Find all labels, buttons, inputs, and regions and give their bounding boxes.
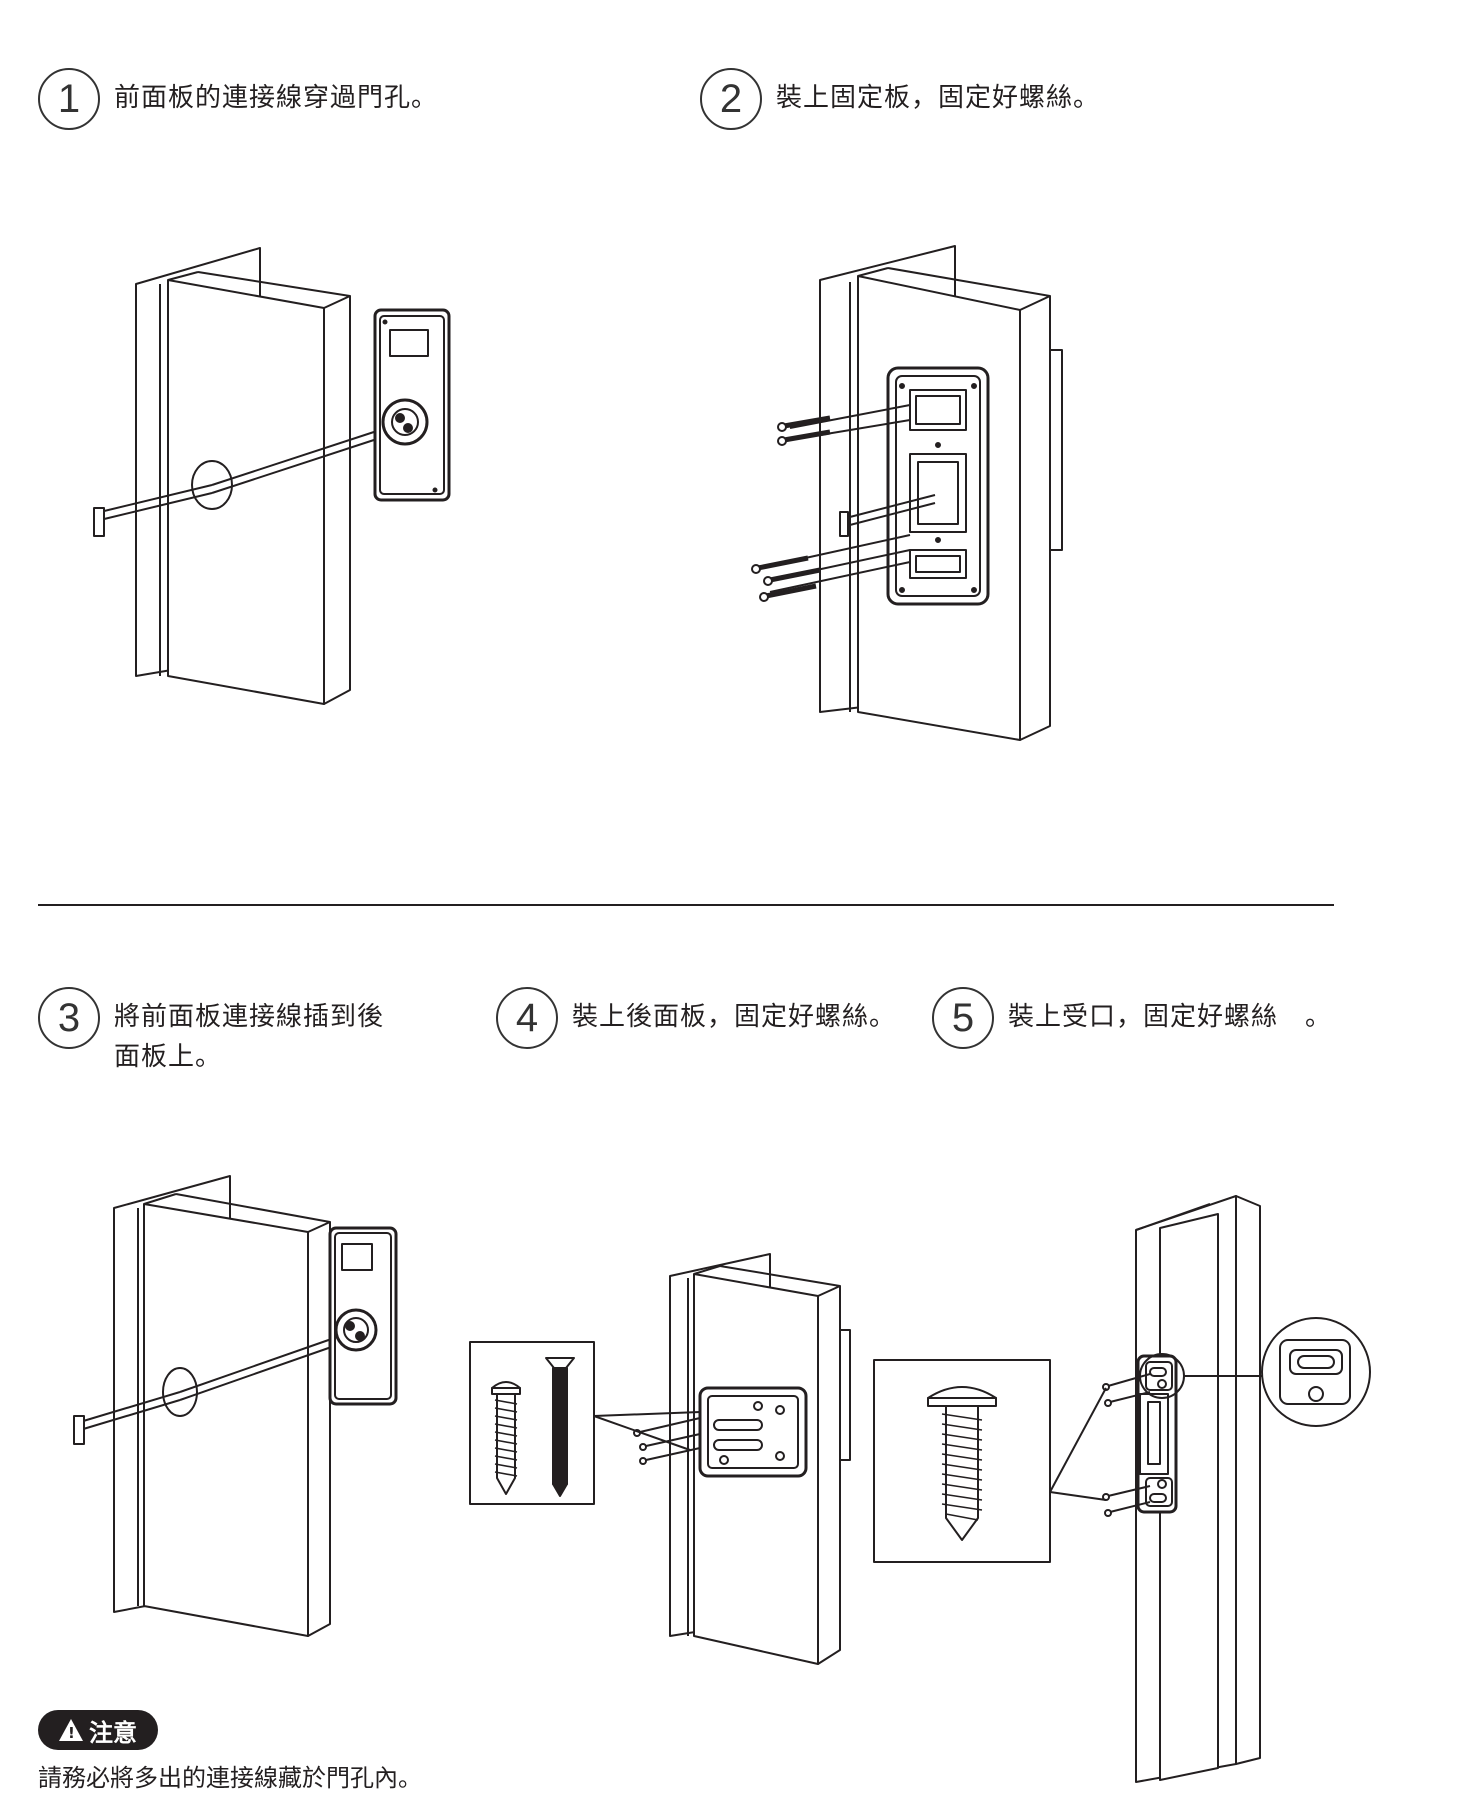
screw-group-upper [777,404,911,446]
illustration-step-2 [751,245,1063,741]
step-2: 2 裝上固定板，固定好螺絲。 [700,68,1100,130]
step-3-number: 3 [38,987,100,1049]
step-1: 1 前面板的連接線穿過門孔。 [38,68,438,130]
step-5-text: 裝上受口，固定好螺絲 。 [1008,1002,1333,1032]
step-1-text: 前面板的連接線穿過門孔。 [114,83,439,113]
step-5-number: 5 [932,987,994,1049]
step-3: 3 將前面板連接線插到後 面板上。 [38,987,384,1077]
section-divider [38,904,1334,906]
warning-text: 請務必將多出的連接線藏於門孔內。 [38,1764,422,1792]
warning-badge: 注意 [38,1710,158,1750]
illustration-step-3 [73,1175,398,1637]
illustration-step-1 [93,247,451,705]
step-2-number: 2 [700,68,762,130]
warning-badge-label: 注意 [89,1718,137,1747]
illustration-step-5 [873,1195,1371,1783]
step-3-text-line1: 將前面板連接線插到後 [114,1002,385,1032]
step-2-text: 裝上固定板，固定好螺絲。 [776,83,1101,113]
step-5: 5 裝上受口，固定好螺絲 。 [932,987,1332,1049]
step-4-text: 裝上後面板，固定好螺絲。 [572,1002,897,1032]
step-1-number: 1 [38,68,100,130]
step-4-number: 4 [496,987,558,1049]
screw-group-lower [751,534,911,602]
illustration-step-4 [469,1253,851,1665]
step-4: 4 裝上後面板，固定好螺絲。 [496,987,896,1049]
step-3-text: 將前面板連接線插到後 面板上。 [114,997,384,1077]
warning-triangle-icon [59,1719,83,1742]
step-3-text-line2: 面板上。 [114,1042,223,1072]
